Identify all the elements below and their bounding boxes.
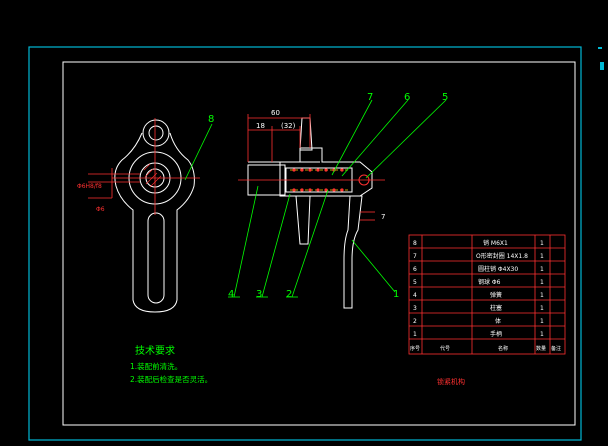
row-7-name: O形密封圈 14X1.8 bbox=[476, 252, 528, 260]
handle-slot bbox=[147, 212, 165, 304]
outer-frame bbox=[28, 46, 582, 441]
spring bbox=[290, 169, 350, 191]
row-8-name: 销 M6X1 bbox=[483, 239, 508, 247]
balloon-3: 3 bbox=[256, 289, 262, 300]
row-6-name: 圆柱销 Φ4X30 bbox=[478, 265, 518, 273]
row-7-no: 7 bbox=[413, 253, 417, 260]
right-dimension bbox=[360, 211, 375, 221]
row-2-name: 体 bbox=[495, 317, 501, 325]
balloon-6: 6 bbox=[404, 92, 410, 103]
header-code: 代号 bbox=[440, 345, 450, 352]
balloon-2: 2 bbox=[286, 289, 292, 300]
spring-coils bbox=[292, 168, 344, 192]
lever bbox=[343, 195, 363, 309]
body-section bbox=[279, 147, 373, 197]
corner-mark-2 bbox=[600, 62, 604, 70]
row-2-no: 2 bbox=[413, 318, 417, 325]
parts-table bbox=[408, 234, 566, 355]
parts-table-text: 8 销 M6X1 1 7 O形密封圈 14X1.8 1 6 圆柱销 Φ4X30 … bbox=[410, 239, 561, 352]
row-1-no: 1 bbox=[413, 331, 417, 338]
row-3-qty: 1 bbox=[540, 305, 544, 312]
header-name: 名称 bbox=[498, 345, 508, 352]
row-4-no: 4 bbox=[413, 292, 417, 299]
row-6-qty: 1 bbox=[540, 266, 544, 273]
leaders bbox=[228, 99, 447, 298]
header-note: 备注 bbox=[551, 345, 561, 352]
balloon-8: 8 bbox=[208, 114, 214, 125]
header-no: 序号 bbox=[410, 345, 420, 352]
tech-title: 技术要求 bbox=[135, 344, 175, 357]
inner-frame bbox=[62, 61, 576, 426]
drawing-title: 锁紧机构 bbox=[437, 377, 465, 386]
dim-overall: 60 bbox=[271, 109, 280, 117]
left-dimensions bbox=[88, 168, 140, 199]
leader-8 bbox=[184, 123, 213, 181]
row-8-no: 8 bbox=[413, 240, 417, 247]
top-hole-inner bbox=[148, 125, 164, 141]
section-view bbox=[247, 117, 373, 309]
row-6-no: 6 bbox=[413, 266, 417, 273]
dim-hole-depth: Φ6 bbox=[96, 206, 105, 213]
balloon-7: 7 bbox=[367, 92, 373, 103]
row-4-name: 弹簧 bbox=[490, 291, 502, 299]
row-4-qty: 1 bbox=[540, 292, 544, 299]
row-8-qty: 1 bbox=[540, 240, 544, 247]
balloon-5: 5 bbox=[442, 92, 448, 103]
dim-center: (32) bbox=[281, 122, 296, 130]
plunger bbox=[247, 164, 286, 196]
tech-item-2: 2.装配后检查是否灵活。 bbox=[130, 374, 212, 384]
tech-item-1: 1.装配前清洗。 bbox=[130, 361, 182, 371]
row-5-no: 5 bbox=[413, 279, 417, 286]
row-3-name: 柱塞 bbox=[490, 304, 502, 312]
body-outline bbox=[114, 132, 195, 313]
row-5-qty: 1 bbox=[540, 279, 544, 286]
balloon-1: 1 bbox=[393, 289, 399, 300]
row-1-name: 手柄 bbox=[490, 330, 502, 338]
hatching bbox=[143, 163, 162, 188]
top-dimensions bbox=[247, 114, 311, 162]
corner-mark bbox=[598, 47, 602, 49]
dim-left-offset: 18 bbox=[256, 122, 265, 130]
top-hole-outer bbox=[142, 119, 170, 147]
row-2-qty: 1 bbox=[540, 318, 544, 325]
dim-right-offset: 7 bbox=[381, 213, 385, 221]
balloon-4: 4 bbox=[228, 289, 234, 300]
row-7-qty: 1 bbox=[540, 253, 544, 260]
flange-bottom bbox=[295, 195, 311, 245]
row-5-name: 钢球 Φ6 bbox=[478, 278, 501, 286]
row-3-no: 3 bbox=[413, 305, 417, 312]
row-1-qty: 1 bbox=[540, 331, 544, 338]
dim-hole-spec: Φ6H8/f8 bbox=[77, 183, 102, 190]
header-qty: 数量 bbox=[536, 345, 546, 352]
